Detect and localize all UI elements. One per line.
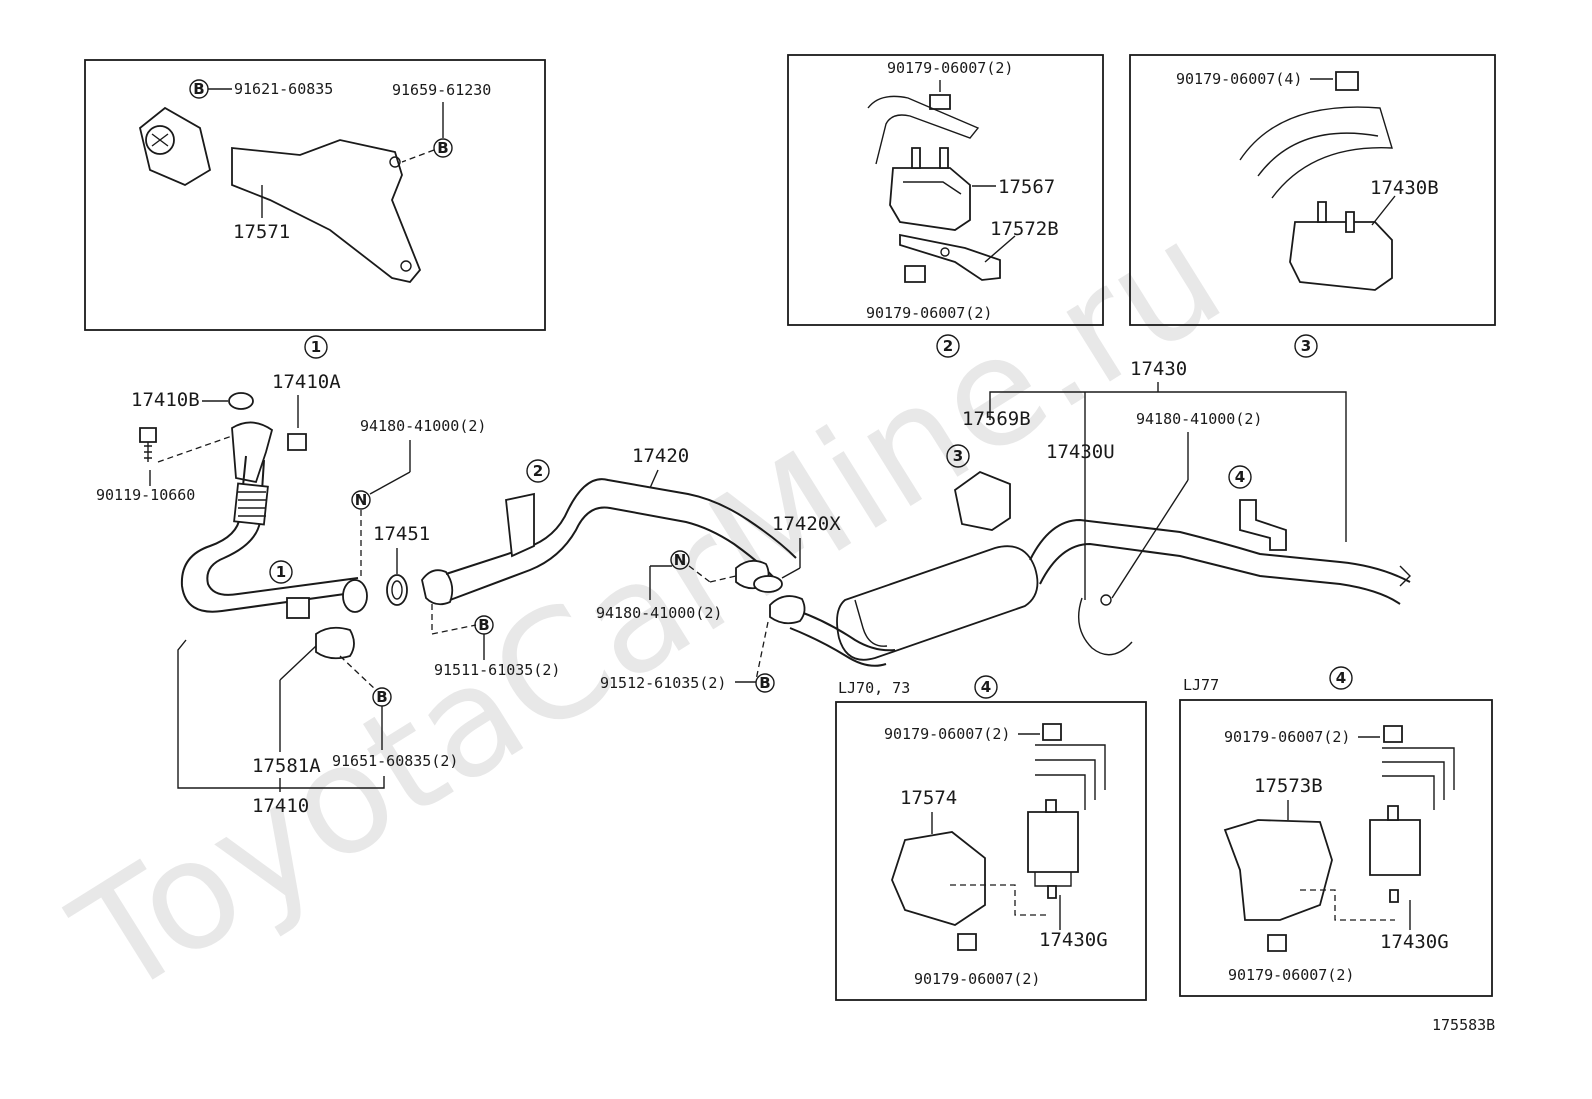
box-1-frame bbox=[84, 59, 546, 331]
label-91512-61035: 91512-61035(2) bbox=[600, 674, 726, 692]
hanger-bracket bbox=[1239, 499, 1287, 551]
box4b-label-top: 90179-06007(2) bbox=[1224, 728, 1350, 746]
marker-n1 bbox=[351, 490, 371, 510]
label-94180-41000-a: 94180-41000(2) bbox=[360, 417, 486, 435]
box-1-callout-text: 1 bbox=[311, 338, 321, 356]
main-callout-3 bbox=[946, 444, 970, 468]
label-17430: 17430 bbox=[1130, 358, 1187, 380]
box1-marker-b2-text: B bbox=[437, 139, 448, 157]
box-3-mount-17430b: 90179-06007(4) 17430B 3 bbox=[1129, 54, 1496, 358]
box4b-label-17430g: 17430G bbox=[1380, 931, 1449, 953]
marker-b3-text: B bbox=[376, 688, 387, 706]
label-17430u: 17430U bbox=[1046, 441, 1115, 463]
hanger-17569b bbox=[954, 470, 1011, 531]
label-91651-60835: 91651-60835(2) bbox=[332, 752, 458, 770]
main-callout-2 bbox=[526, 459, 550, 483]
box-2-callout bbox=[936, 334, 960, 358]
marker-b4-text: B bbox=[478, 616, 489, 634]
box-4b-frame bbox=[1179, 699, 1493, 997]
gasket-17451 bbox=[386, 574, 408, 606]
bracket-17571-drawing bbox=[138, 106, 422, 283]
box-4b-callout bbox=[1329, 666, 1353, 690]
main-callout-1-text: 1 bbox=[276, 563, 286, 581]
label-94180-41000-b: 94180-41000(2) bbox=[596, 604, 722, 622]
center-pipe-17420: 17420 2 B 91511-61035(2) 17420X N 94180-… bbox=[421, 445, 841, 679]
box-3-callout bbox=[1294, 334, 1318, 358]
clamp-17430u bbox=[1078, 597, 1133, 656]
marker-n2 bbox=[670, 550, 690, 570]
main-callout-4-text: 4 bbox=[1235, 468, 1245, 486]
label-17410: 17410 bbox=[252, 795, 309, 817]
box-2-callout-text: 2 bbox=[943, 337, 953, 355]
marker-n2-text: N bbox=[674, 551, 687, 569]
box4a-model: LJ70, 73 bbox=[838, 679, 910, 697]
box-4b-callout-text: 4 bbox=[1336, 669, 1346, 687]
box-1-callout bbox=[304, 335, 328, 359]
label-17571: 17571 bbox=[233, 221, 290, 243]
box-4a-callout-text: 4 bbox=[981, 678, 991, 696]
box2-label-bottom: 90179-06007(2) bbox=[866, 304, 992, 322]
label-91659-61230: 91659-61230 bbox=[392, 81, 491, 99]
figure-id: 175583B bbox=[1432, 1016, 1495, 1034]
gasket-17420x bbox=[753, 575, 783, 593]
main-callout-2-text: 2 bbox=[533, 462, 543, 480]
main-callout-3-text: 3 bbox=[953, 447, 963, 465]
box4a-label-bottom: 90179-06007(2) bbox=[914, 970, 1040, 988]
box1-marker-b2 bbox=[433, 138, 453, 158]
main-callout-4 bbox=[1228, 465, 1252, 489]
box4a-label-top: 90179-06007(2) bbox=[884, 725, 1010, 743]
box3-label-top: 90179-06007(4) bbox=[1176, 70, 1302, 88]
muffler-body bbox=[836, 545, 1039, 661]
box3-label-17430b: 17430B bbox=[1370, 177, 1439, 199]
box-4b-lj77-mount: LJ77 4 90179-06007(2) 17573B 17430G 9017… bbox=[1179, 666, 1493, 997]
label-17420x: 17420X bbox=[772, 513, 841, 535]
box4a-label-17430g: 17430G bbox=[1039, 929, 1108, 951]
label-94180-41000-c: 94180-41000(2) bbox=[1136, 410, 1262, 428]
main-callout-1 bbox=[269, 560, 293, 584]
marker-b5-text: B bbox=[759, 674, 770, 692]
label-17410b: 17410B bbox=[131, 389, 200, 411]
tail-pipe-muffler-17430: 17430 17569B 3 17430U 94180-41000(2) 4 9… bbox=[600, 358, 1411, 693]
box-4a-callout bbox=[974, 675, 998, 699]
label-17410a: 17410A bbox=[272, 371, 341, 393]
box2-label-17567: 17567 bbox=[998, 176, 1055, 198]
marker-b5 bbox=[755, 673, 775, 693]
label-17581a: 17581A bbox=[252, 755, 321, 777]
box-3-callout-text: 3 bbox=[1301, 337, 1311, 355]
box-2-frame bbox=[787, 54, 1104, 326]
label-17569b: 17569B bbox=[962, 408, 1031, 430]
box-3-frame bbox=[1129, 54, 1496, 326]
marker-n1-text: N bbox=[355, 491, 368, 509]
box2-label-top: 90179-06007(2) bbox=[887, 59, 1013, 77]
front-pipe-assembly: 17410B 17410A 90119-10660 1 B 91651-6083… bbox=[96, 371, 486, 817]
box4b-label-bottom: 90179-06007(2) bbox=[1228, 966, 1354, 984]
box4b-label-17573b: 17573B bbox=[1254, 775, 1323, 797]
label-17451: 17451 bbox=[373, 523, 430, 545]
box4b-model: LJ77 bbox=[1183, 676, 1219, 694]
box-1-heat-insulator-bracket: B 91621-60835 91659-61230 B 17571 1 bbox=[84, 59, 546, 359]
box-4a-lj70-mount: LJ70, 73 4 90179-06007(2) 17574 17430G 9… bbox=[835, 675, 1147, 1001]
box-4a-frame bbox=[835, 701, 1147, 1001]
box1-marker-b1-text: B bbox=[193, 80, 204, 98]
label-17420: 17420 bbox=[632, 445, 689, 467]
label-91621-60835: 91621-60835 bbox=[234, 80, 333, 98]
label-91511-61035: 91511-61035(2) bbox=[434, 661, 560, 679]
label-90119-10660: 90119-10660 bbox=[96, 486, 195, 504]
box4a-label-17574: 17574 bbox=[900, 787, 957, 809]
box-2-mount-17567: 90179-06007(2) 17567 17572B 90179-06007(… bbox=[787, 54, 1104, 358]
box2-label-17572b: 17572B bbox=[990, 218, 1059, 240]
